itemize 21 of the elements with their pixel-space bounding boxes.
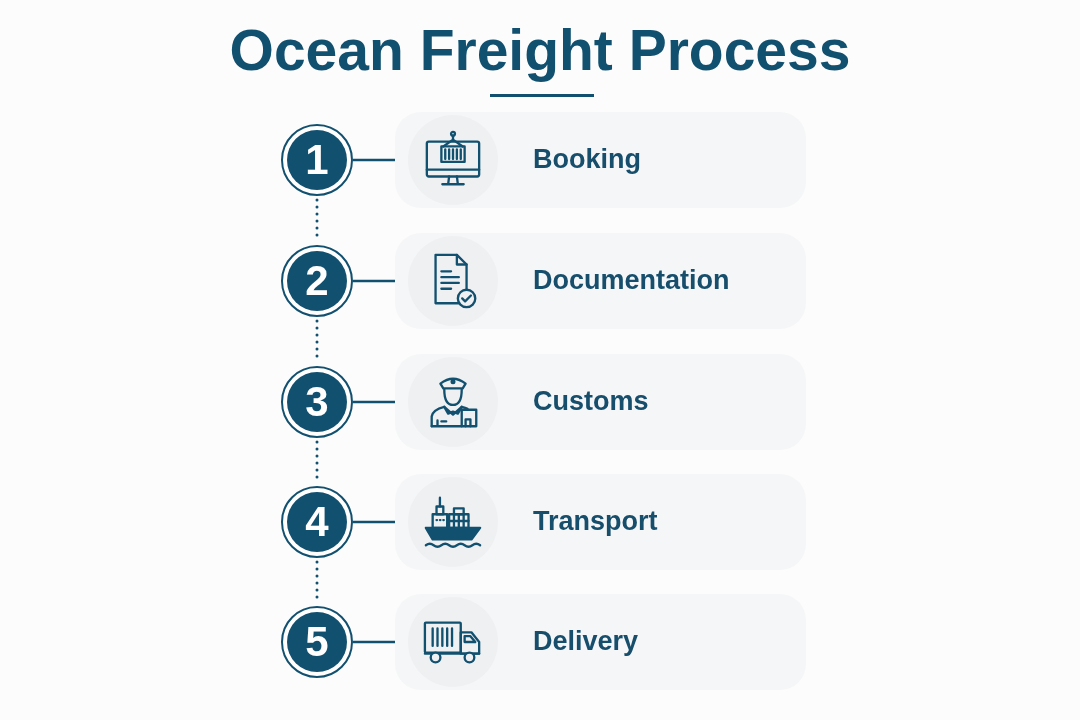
connector-line: [353, 640, 395, 644]
step-card: [395, 474, 806, 570]
step-label: Transport: [533, 505, 659, 539]
connector-line: [353, 400, 395, 404]
step-number: 5: [287, 612, 347, 672]
step-card: [395, 354, 806, 450]
step-label: Delivery: [533, 625, 640, 659]
step-label: Documentation: [533, 264, 731, 298]
step-number: 4: [287, 492, 347, 552]
step-card: [395, 594, 806, 690]
step-label: Booking: [533, 143, 642, 177]
connector-line: [353, 520, 395, 524]
step-card: [395, 112, 806, 208]
step-number: 1: [287, 130, 347, 190]
step-number: 2: [287, 251, 347, 311]
connector-line: [353, 279, 395, 283]
title: Ocean Freight Process: [229, 18, 851, 84]
step-card: [395, 233, 806, 329]
connector-line: [353, 158, 395, 162]
step-number: 3: [287, 372, 347, 432]
step-label: Customs: [533, 385, 650, 419]
